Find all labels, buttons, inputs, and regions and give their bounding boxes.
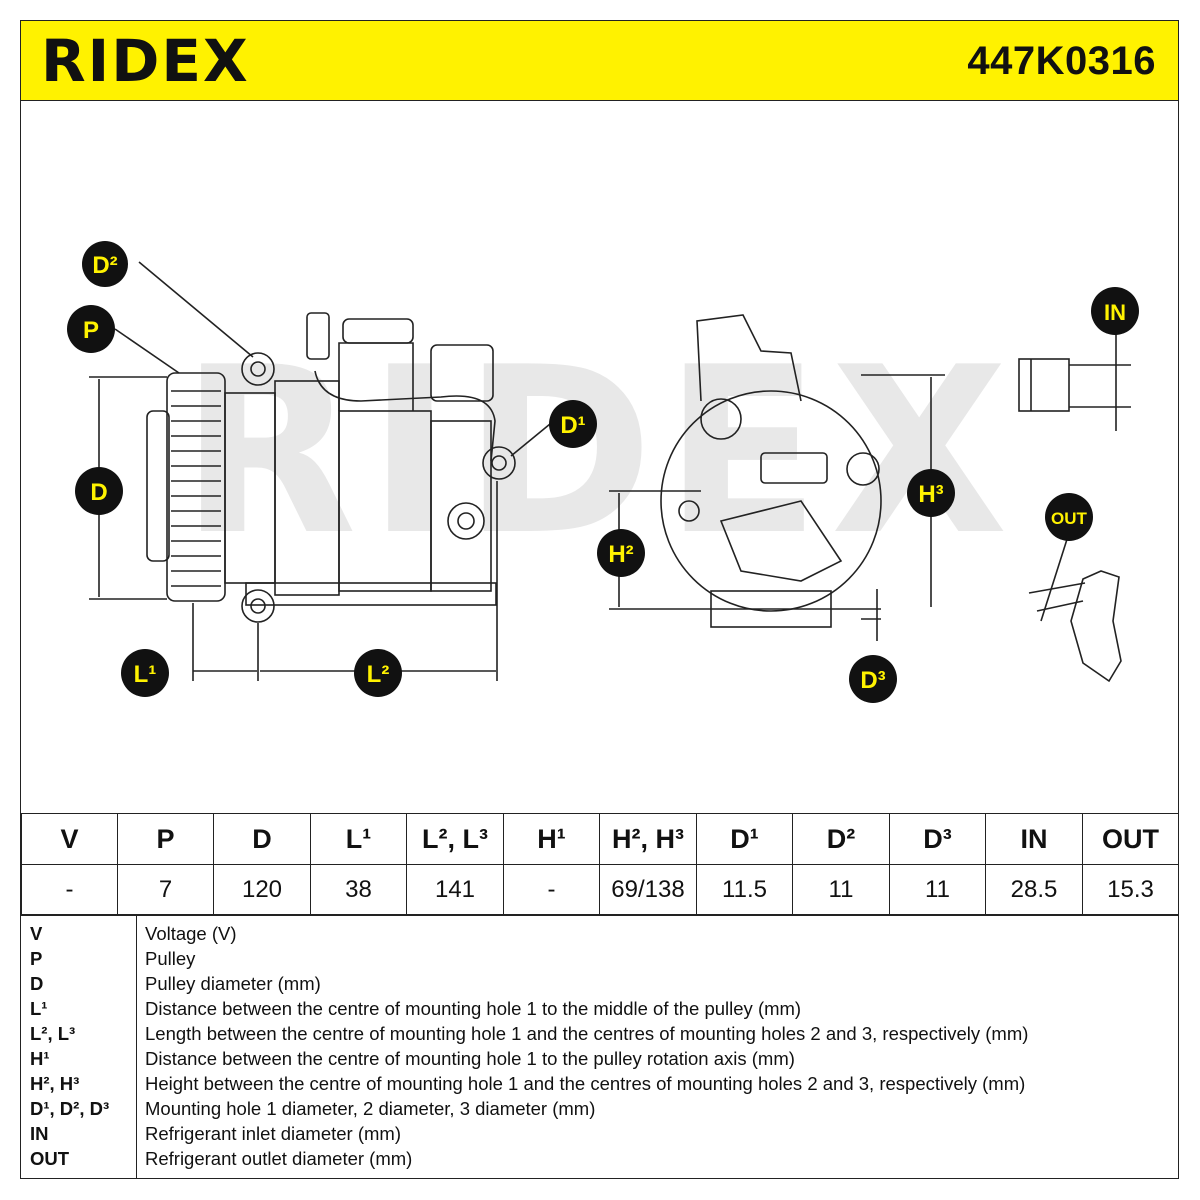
legend-divider — [136, 915, 137, 1178]
legend-row: H¹ Distance between the centre of mounti… — [21, 1046, 1178, 1071]
legend-key: H¹ — [30, 1048, 50, 1069]
spec-value: 11.5 — [696, 864, 793, 916]
label-out: OUT — [1045, 493, 1093, 541]
label-d1-text: D¹ — [560, 412, 585, 439]
legend-description: Pulley diameter (mm) — [145, 973, 321, 994]
label-l2-text: L² — [367, 661, 390, 688]
spec-value: - — [503, 864, 600, 916]
label-l1-text: L¹ — [134, 661, 157, 688]
legend-description: Distance between the centre of mounting … — [145, 1048, 795, 1069]
label-d3: D³ — [849, 655, 897, 703]
spec-header: D³ — [889, 813, 986, 865]
legend: V Voltage (V) P Pulley D Pulley diameter… — [21, 914, 1178, 1178]
datasheet: RIDEX 447K0316 RIDEX — [20, 20, 1179, 1179]
label-d1: D¹ — [549, 400, 597, 448]
label-d: D — [75, 467, 123, 515]
legend-row: L², L³ Length between the centre of moun… — [21, 1021, 1178, 1046]
spec-value: 141 — [406, 864, 504, 916]
technical-drawing: RIDEX — [21, 101, 1178, 813]
legend-key: D — [30, 973, 44, 994]
label-d2-text: D² — [92, 252, 117, 279]
legend-row: IN Refrigerant inlet diameter (mm) — [21, 1121, 1178, 1146]
spec-header: D¹ — [696, 813, 793, 865]
label-p-text: P — [83, 317, 99, 344]
label-h3: H³ — [907, 469, 955, 517]
spec-value: 11 — [889, 864, 986, 916]
legend-key: V — [30, 923, 43, 944]
legend-description: Refrigerant inlet diameter (mm) — [145, 1123, 401, 1144]
label-d-text: D — [90, 479, 107, 506]
spec-header: IN — [985, 813, 1083, 865]
spec-header: V — [21, 813, 118, 865]
spec-header-row: V P D L¹ L², L³ H¹ H², H³ D¹ D² D³ IN OU… — [21, 813, 1179, 865]
spec-value: 38 — [310, 864, 407, 916]
spec-value: 11 — [792, 864, 890, 916]
legend-row: D¹, D², D³ Mounting hole 1 diameter, 2 d… — [21, 1096, 1178, 1121]
label-in: IN — [1091, 287, 1139, 335]
outlet-fitting — [1028, 532, 1122, 683]
label-out-text: OUT — [1051, 509, 1088, 528]
part-number: 447K0316 — [967, 39, 1156, 83]
front-view — [609, 314, 945, 641]
spec-value: 69/138 — [599, 864, 697, 916]
legend-description: Voltage (V) — [145, 923, 237, 944]
legend-row: L¹ Distance between the centre of mounti… — [21, 996, 1178, 1021]
label-d3-text: D³ — [860, 667, 885, 694]
spec-value: 120 — [213, 864, 311, 916]
label-p: P — [67, 305, 115, 353]
legend-key: D¹, D², D³ — [30, 1098, 110, 1119]
compressor-diagram: RIDEX — [67, 241, 1139, 703]
legend-description: Pulley — [145, 948, 196, 969]
spec-header: L¹ — [310, 813, 407, 865]
spec-value-row: - 7 120 38 141 - 69/138 11.5 11 11 28.5 … — [21, 864, 1179, 916]
label-h2-text: H² — [608, 541, 633, 568]
label-in-text: IN — [1104, 300, 1126, 325]
legend-key: L², L³ — [30, 1023, 76, 1044]
spec-header: D — [213, 813, 311, 865]
inlet-fitting — [1018, 333, 1131, 431]
spec-value: 15.3 — [1082, 864, 1179, 916]
legend-key: IN — [30, 1123, 49, 1144]
legend-row: P Pulley — [21, 946, 1178, 971]
brand-logo: RIDEX — [41, 23, 321, 99]
brand-logo-text: RIDEX — [41, 27, 250, 95]
legend-description: Length between the centre of mounting ho… — [145, 1023, 1029, 1044]
spec-header: L², L³ — [406, 813, 504, 865]
spec-value: 28.5 — [985, 864, 1083, 916]
label-h2: H² — [597, 529, 645, 577]
label-l1: L¹ — [121, 649, 169, 697]
legend-description: Height between the centre of mounting ho… — [145, 1073, 1026, 1094]
label-h3-text: H³ — [918, 481, 943, 508]
legend-key: L¹ — [30, 998, 48, 1019]
legend-row: D Pulley diameter (mm) — [21, 971, 1178, 996]
legend-row: V Voltage (V) — [21, 921, 1178, 946]
legend-description: Refrigerant outlet diameter (mm) — [145, 1148, 413, 1169]
spec-value: 7 — [117, 864, 214, 916]
legend-row: OUT Refrigerant outlet diameter (mm) — [21, 1146, 1178, 1171]
legend-key: H², H³ — [30, 1073, 80, 1094]
spec-header: OUT — [1082, 813, 1179, 865]
spec-table: V P D L¹ L², L³ H¹ H², H³ D¹ D² D³ IN OU… — [21, 813, 1179, 916]
spec-value: - — [21, 864, 118, 916]
spec-header: H¹ — [503, 813, 600, 865]
legend-row: H², H³ Height between the centre of moun… — [21, 1071, 1178, 1096]
label-l2: L² — [354, 649, 402, 697]
legend-key: OUT — [30, 1148, 70, 1169]
legend-description: Mounting hole 1 diameter, 2 diameter, 3 … — [145, 1098, 596, 1119]
spec-header: D² — [792, 813, 890, 865]
header-bar: RIDEX 447K0316 — [21, 21, 1178, 101]
legend-description: Distance between the centre of mounting … — [145, 998, 802, 1019]
label-d2: D² — [82, 241, 128, 287]
legend-key: P — [30, 948, 43, 969]
spec-header: P — [117, 813, 214, 865]
spec-header: H², H³ — [599, 813, 697, 865]
